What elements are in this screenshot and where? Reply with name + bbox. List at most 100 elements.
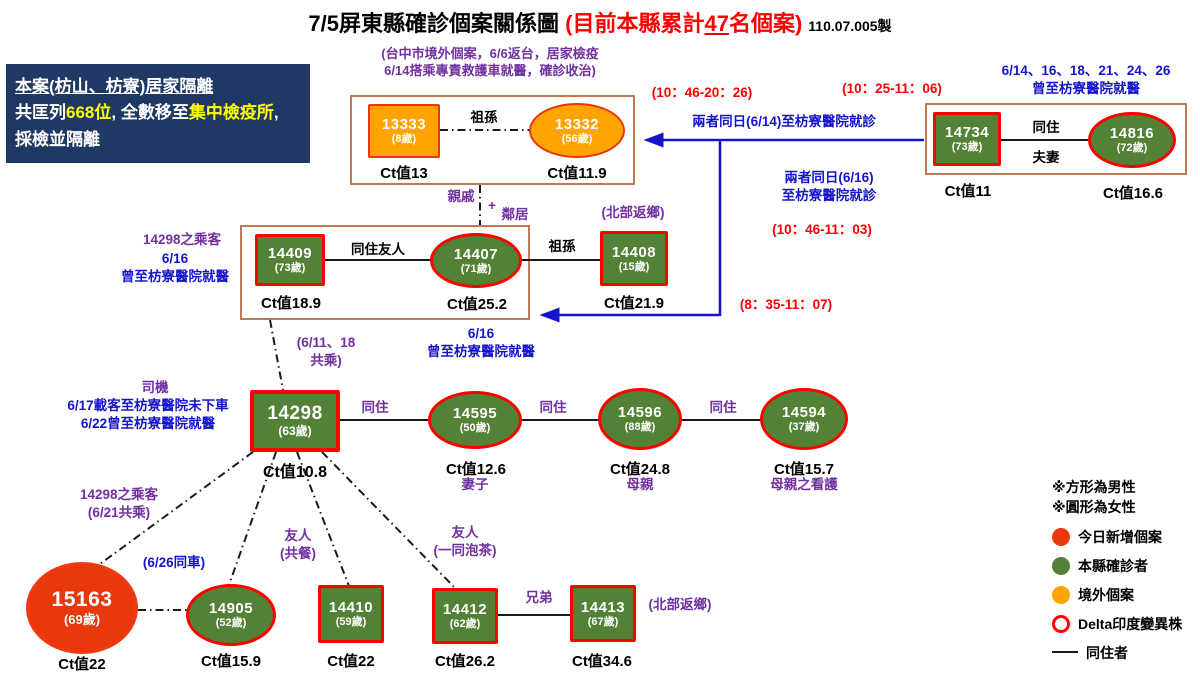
imported-case-swatch-icon xyxy=(1052,585,1070,604)
note-passenger-621: 14298之乘客 (6/21共乘) xyxy=(79,487,159,520)
case-id: 14412 xyxy=(442,601,488,619)
case-id: 14409 xyxy=(267,245,313,263)
ct-value-14298: Ct值10.8 xyxy=(262,464,328,481)
case-node-14595: 14595 (50歲) xyxy=(428,391,522,449)
title-highlight-pre: (目前本縣累計 xyxy=(565,11,705,36)
edge-14298-14410 xyxy=(296,451,350,587)
note-north-return-2: (北部返鄉) xyxy=(648,597,712,612)
ct-value-14413: Ct值34.6 xyxy=(571,653,633,670)
solid-line-icon xyxy=(1052,644,1078,662)
rel-cohabit-2: 同住 xyxy=(539,400,567,415)
group-box-couple xyxy=(925,103,1187,175)
case-id: 14408 xyxy=(611,243,657,261)
new-case-swatch-icon xyxy=(1052,527,1070,546)
rel-caregiver: 母親之看護 xyxy=(770,477,838,492)
note-taichung-imported: (台中市境外個案，6/6返台，居家檢疫 6/14搭乘專責救護車就醫，確診收治) xyxy=(381,46,599,78)
case-age: (67歲) xyxy=(587,615,619,628)
case-id: 13333 xyxy=(381,116,427,134)
note-same-day-614: 兩者同日(6/14)至枋寮醫院就診 xyxy=(692,114,876,129)
ct-value-14594: Ct值15.7 xyxy=(773,461,835,478)
case-id: 14407 xyxy=(453,245,499,263)
time-window-3: (10：46-11：03) xyxy=(772,222,872,237)
info-line2-c: , 全數移至 xyxy=(111,103,189,123)
legend-label: 境外個案 xyxy=(1078,586,1134,603)
legend-item-imported-case: 境外個案 xyxy=(1052,585,1198,605)
case-node-14413: 14413 (67歲) xyxy=(570,585,636,642)
rel-grandparent-1: 祖孫 xyxy=(470,110,498,125)
ct-value-14412: Ct值26.2 xyxy=(434,653,496,670)
case-age: (59歲) xyxy=(335,616,367,629)
title-highlight: (目前本縣累計47名個案) xyxy=(565,11,802,36)
note-same-day-616: 兩者同日(6/16) 至枋寮醫院就診 xyxy=(781,170,877,203)
case-node-14412: 14412 (62歲) xyxy=(432,588,498,644)
case-node-14905: 14905 (52歲) xyxy=(186,584,276,646)
case-node-14734: 14734 (73歲) xyxy=(933,112,1001,166)
case-node-14816: 14816 (72歲) xyxy=(1088,112,1176,168)
edge-14298-14905 xyxy=(228,451,277,586)
case-node-13332: 13332 (56歲) xyxy=(529,103,625,158)
note-driver: 司機 xyxy=(141,380,169,395)
ct-value-13333: Ct值13 xyxy=(380,165,428,182)
case-age: (73歲) xyxy=(951,141,983,154)
ct-value-14734: Ct值11 xyxy=(944,183,992,200)
time-window-1: (10：46-20：26) xyxy=(651,85,753,100)
case-age: (63歲) xyxy=(278,424,312,439)
note-driver-detail: 6/17載客至枋寮醫院未下車 6/22曾至枋寮醫院就醫 xyxy=(67,398,229,431)
case-node-14594: 14594 (37歲) xyxy=(760,388,848,450)
info-line1: 本案(枋山、枋寮)居家隔離 xyxy=(15,77,214,96)
legend-male-note: ※方形為男性 xyxy=(1052,479,1136,495)
rel-brothers: 兄弟 xyxy=(525,590,553,605)
case-node-14409: 14409 (73歲) xyxy=(255,234,325,286)
arrow-same-day-616 xyxy=(539,140,722,323)
case-age: (72歲) xyxy=(1116,142,1148,155)
note-same-car-626: (6/26同車) xyxy=(142,555,206,570)
case-id: 14413 xyxy=(580,598,626,616)
title-version: 110.07.005製 xyxy=(808,18,892,34)
legend-item-new-case: 今日新增個案 xyxy=(1052,527,1198,547)
rel-neighbor: 鄰居 xyxy=(501,207,529,222)
note-friend-tea: 友人 (一同泡茶) xyxy=(433,525,497,558)
rel-cohabit-3: 同住 xyxy=(709,400,737,415)
ct-value-15163: Ct值22 xyxy=(58,656,106,673)
ct-value-14407: Ct值25.2 xyxy=(446,296,508,313)
rel-plus: + xyxy=(488,198,496,213)
legend-label: 今日新增個案 xyxy=(1078,528,1162,545)
ct-value-14595: Ct值12.6 xyxy=(445,461,507,478)
legend-item-delta: Delta印度變異株 xyxy=(1052,614,1198,634)
info-line2: 共匡列668位, 全數移至集中檢疫所, xyxy=(15,100,301,126)
note-friend-meal: 友人 (共餐) xyxy=(280,528,316,561)
case-id: 14410 xyxy=(328,599,374,617)
legend-label: Delta印度變異株 xyxy=(1078,615,1183,632)
case-age: (69歲) xyxy=(63,611,101,627)
case-age: (73歲) xyxy=(274,262,306,275)
case-node-14410: 14410 (59歲) xyxy=(318,585,384,643)
case-age: (15歲) xyxy=(618,260,650,273)
title-case-count: 47 xyxy=(704,11,729,36)
case-age: (52歲) xyxy=(215,617,247,630)
rel-mother: 母親 xyxy=(626,477,654,492)
group-box-imported-pair xyxy=(350,95,635,185)
title-highlight-post: 名個案) xyxy=(728,11,803,36)
time-window-4: (8：35-11：07) xyxy=(739,297,833,312)
case-id: 14734 xyxy=(944,124,990,142)
ct-value-14816: Ct值16.6 xyxy=(1102,185,1164,202)
note-share-ride: (6/11、18 共乘) xyxy=(296,335,356,368)
info-count-668: 668位 xyxy=(66,103,112,123)
case-id: 14905 xyxy=(208,600,254,618)
rel-couple: 夫妻 xyxy=(1032,150,1060,165)
case-age: (37歲) xyxy=(788,421,820,434)
case-id: 14298 xyxy=(267,403,323,425)
case-node-14408: 14408 (15歲) xyxy=(600,231,668,286)
title-main: 7/5屏東縣確診個案關係圖 xyxy=(308,11,566,36)
note-hospital-visit-dates: 6/14、16、18、21、24、26 曾至枋寮醫院就醫 xyxy=(1001,63,1171,96)
case-age: (62歲) xyxy=(449,618,481,631)
case-age: (71歲) xyxy=(460,262,492,275)
time-window-2: (10：25-11：06) xyxy=(842,81,942,96)
group-box-cohabit-friends xyxy=(240,225,530,320)
delta-ring-swatch-icon xyxy=(1052,614,1070,633)
rel-cohabit-friend: 同住友人 xyxy=(351,242,405,257)
rel-grandparent-2: 祖孫 xyxy=(548,239,576,254)
ct-value-14408: Ct值21.9 xyxy=(603,295,665,312)
rel-cohabit-couple: 同住 xyxy=(1032,120,1060,135)
info-line2-e: , xyxy=(273,103,279,123)
